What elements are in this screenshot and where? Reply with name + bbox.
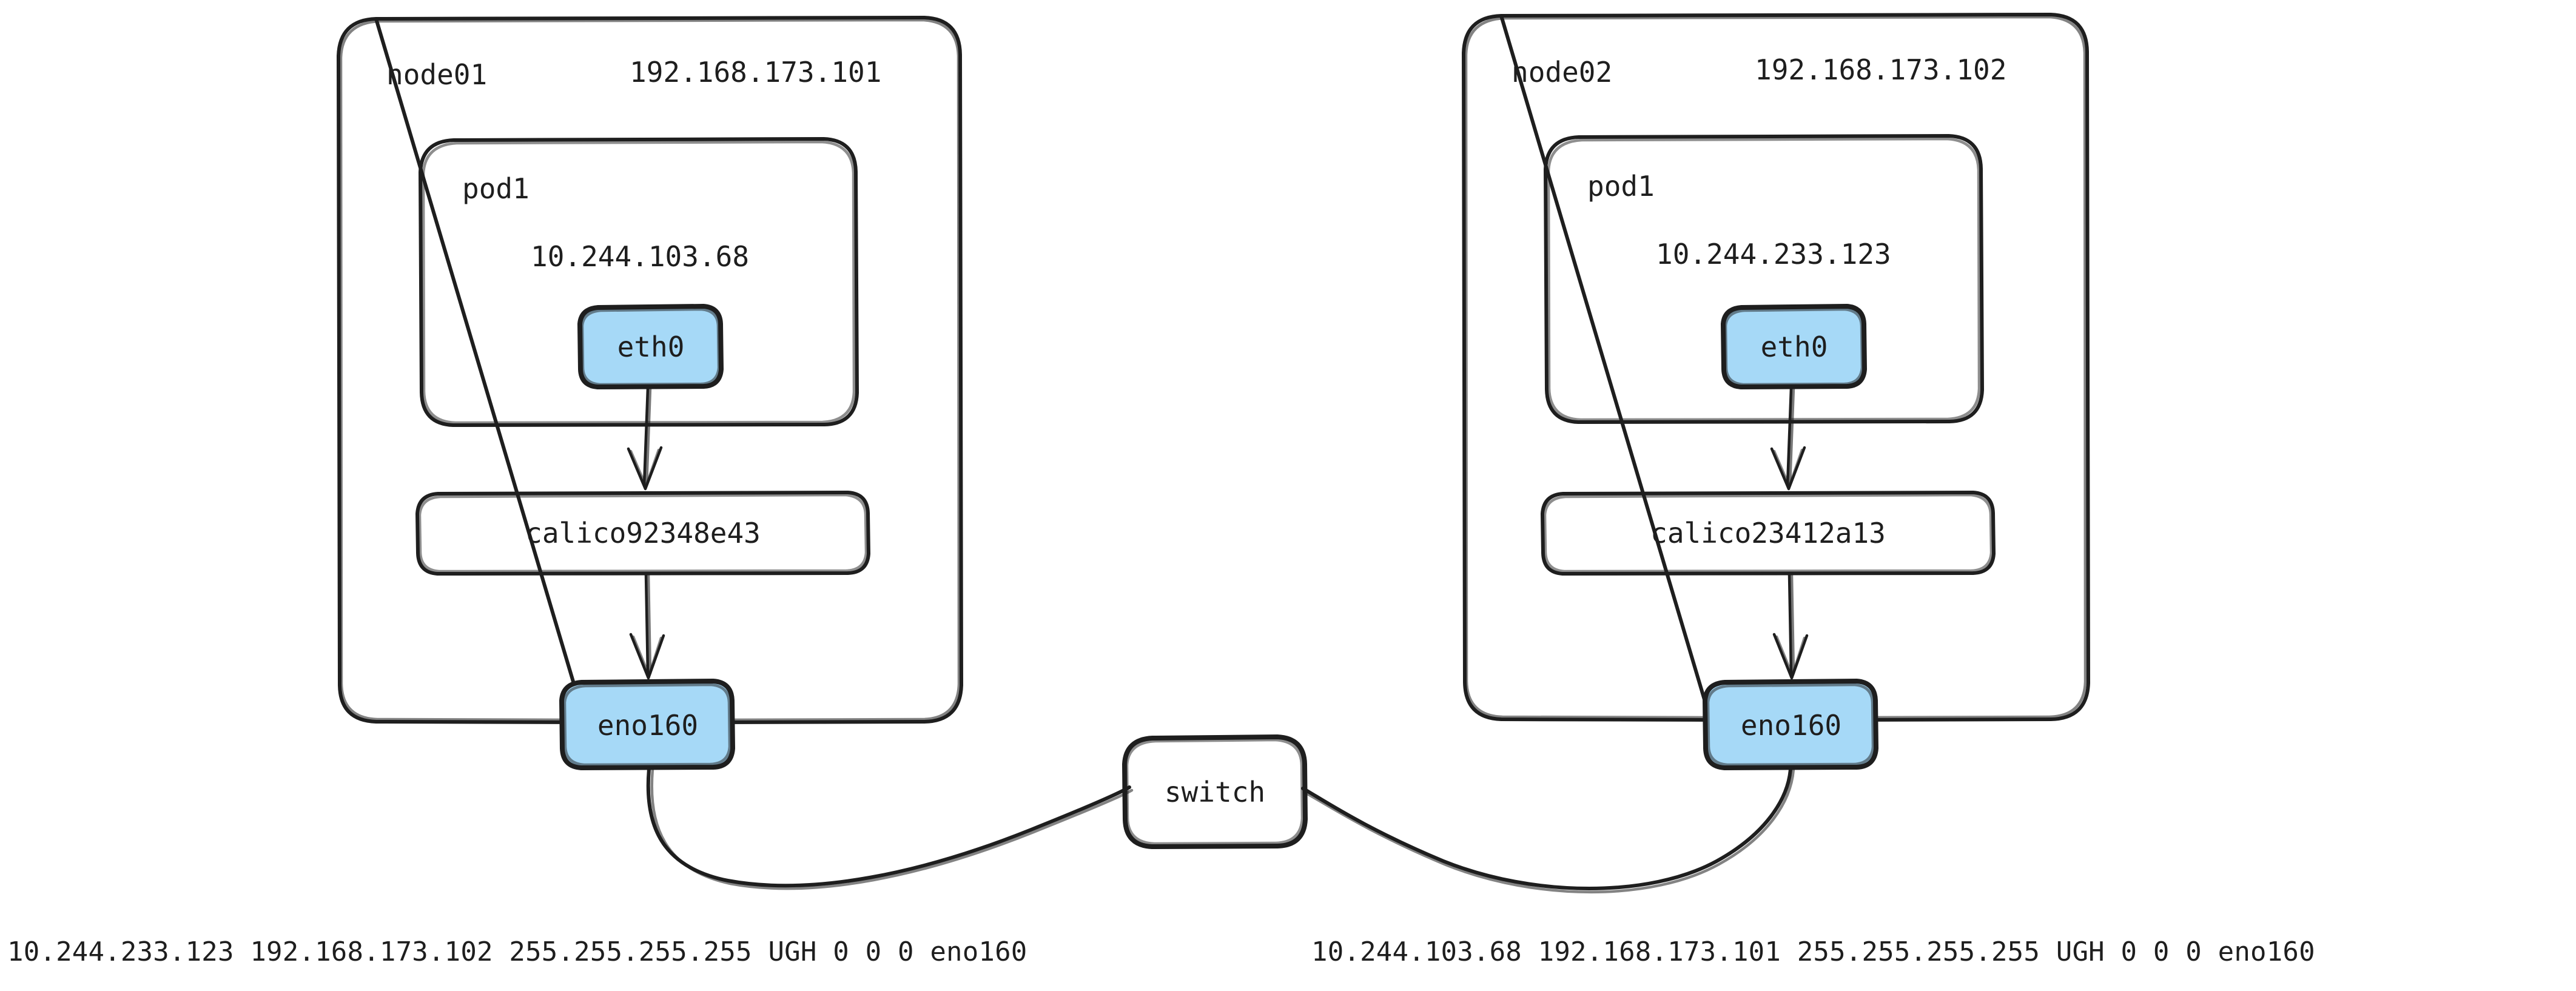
node01-arrow-calico-to-eno160 [629, 573, 665, 680]
node02-pod1-container [1544, 134, 1984, 424]
node01-eth0-shape [577, 304, 724, 389]
link-node01-eno160-to-switch [646, 767, 1134, 890]
node01-arrow-eth0-to-calico [627, 386, 663, 491]
node01-name-label: node01 [386, 58, 488, 91]
node02-calico-veth-label[interactable]: calico23412a13 [1650, 517, 1886, 549]
node01-calico-veth-label[interactable]: calico92348e43 [525, 517, 761, 549]
node01-pod1-container [419, 137, 859, 427]
node02-arrow-calico-to-eno160 [1772, 573, 1809, 680]
link-switch-to-node02-eno160 [1301, 767, 1795, 894]
node01-eth0-label[interactable]: eth0 [617, 331, 685, 363]
node02-pod1-ip-label: 10.244.233.123 [1656, 238, 1891, 270]
node02-eno160-label[interactable]: eno160 [1740, 709, 1842, 742]
node01-eno160-shape [559, 679, 735, 770]
node02-eth0-label[interactable]: eth0 [1760, 331, 1828, 363]
node01-ip-label: 192.168.173.101 [630, 56, 882, 89]
node01-eno160-label[interactable]: eno160 [597, 709, 699, 742]
route-entry-left: 10.244.233.123 192.168.173.102 255.255.2… [7, 936, 1027, 967]
route-entry-right: 10.244.103.68 192.168.173.101 255.255.25… [1311, 936, 2315, 967]
node02-eno160-shape [1703, 679, 1878, 770]
node02-pod1-name-label: pod1 [1587, 170, 1655, 203]
node01-pod1-name-label: pod1 [462, 172, 530, 205]
switch-label[interactable]: switch [1164, 776, 1266, 808]
node02-eth0-shape [1721, 304, 1867, 389]
node02-calico-veth-box [1541, 491, 1996, 576]
node01-calico-veth-box [415, 491, 870, 576]
node02-arrow-eth0-to-calico [1770, 386, 1806, 491]
switch-box [1122, 734, 1308, 849]
node02-ip-label: 192.168.173.102 [1755, 53, 2007, 86]
node02-name-label: node02 [1512, 56, 1613, 89]
node01-container [337, 16, 963, 724]
node01-pod1-ip-label: 10.244.103.68 [531, 240, 750, 273]
node02-container [1462, 13, 2090, 722]
